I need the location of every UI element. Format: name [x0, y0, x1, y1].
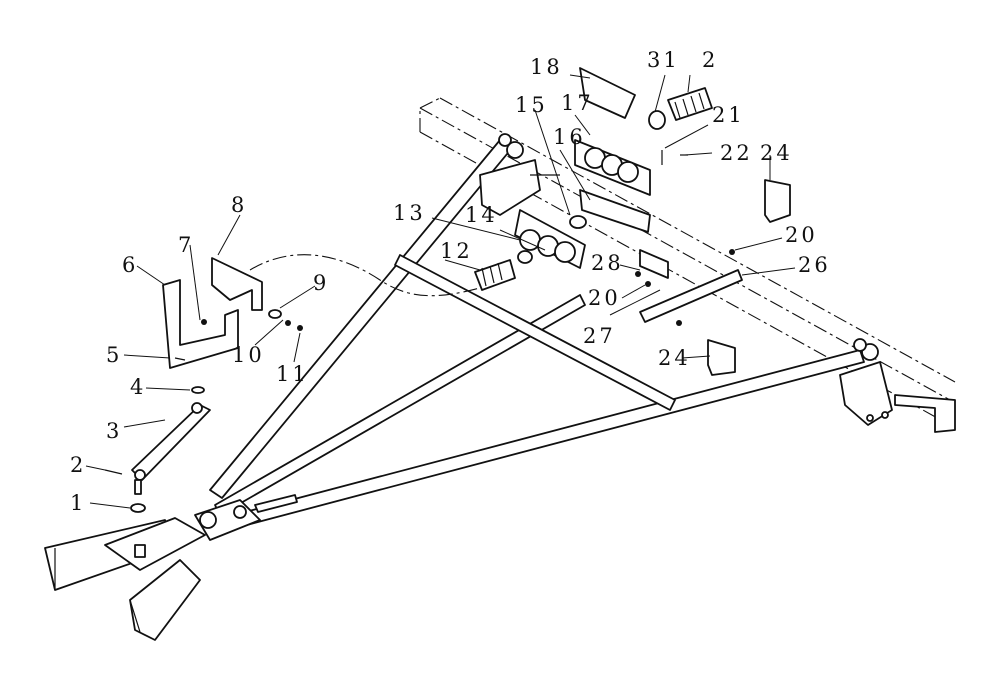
- callout-20a: 20: [785, 223, 818, 247]
- callout-1: 1: [70, 491, 86, 515]
- tongue-frame: [194, 139, 865, 541]
- callout-21: 21: [712, 103, 745, 127]
- jack-mount-parts: [131, 254, 491, 481]
- left-mount-bracket: [479, 133, 560, 216]
- callout-16: 16: [553, 125, 586, 149]
- callout-8: 8: [231, 193, 247, 217]
- callout-14: 14: [465, 203, 498, 227]
- callout-18: 18: [530, 55, 563, 79]
- callout-26: 26: [798, 253, 831, 277]
- callout-31: 31: [647, 48, 680, 72]
- callout-11: 11: [276, 362, 309, 386]
- callout-24a: 24: [760, 141, 793, 165]
- callout-27: 27: [583, 324, 616, 348]
- callout-13: 13: [393, 201, 426, 225]
- callout-20b: 20: [588, 286, 621, 310]
- callout-22: 22: [720, 141, 753, 165]
- hose-clamp-assembly: [474, 67, 713, 291]
- callout-labels: 1 2 3 4 5 6 7 8 9 10 11 12 13 14 15 16 1…: [70, 48, 831, 515]
- callout-5: 5: [106, 343, 122, 367]
- right-mount-bracket: [839, 338, 893, 426]
- callout-15: 15: [515, 93, 548, 117]
- callout-4: 4: [130, 375, 146, 399]
- callout-12: 12: [440, 239, 473, 263]
- callout-28: 28: [591, 251, 624, 275]
- callout-3: 3: [106, 419, 122, 443]
- hitch-plate: [104, 517, 206, 571]
- callout-2b: 2: [702, 48, 718, 72]
- callout-2: 2: [70, 453, 86, 477]
- callout-17: 17: [561, 91, 594, 115]
- callout-6: 6: [122, 253, 138, 277]
- hardware: [104, 309, 303, 513]
- leader-lines: [85, 74, 796, 509]
- callout-10: 10: [232, 343, 265, 367]
- callout-7: 7: [178, 233, 194, 257]
- callout-9: 9: [313, 271, 329, 295]
- callout-24b: 24: [658, 346, 691, 370]
